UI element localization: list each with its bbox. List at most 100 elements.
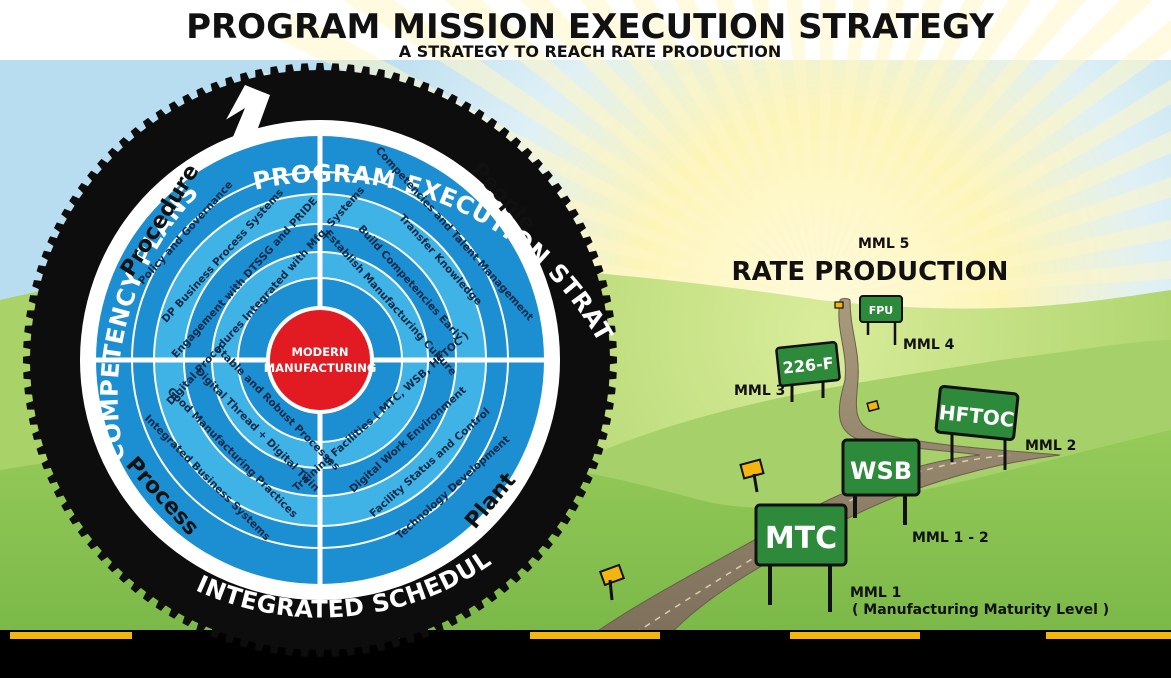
tread: [430, 617, 444, 633]
tread: [592, 280, 608, 292]
tread: [255, 68, 266, 84]
tread: [23, 340, 37, 351]
sun-ray: [820, 177, 1171, 300]
tread: [329, 63, 340, 77]
sun-ray: [631, 0, 820, 300]
road-marker-icon: [739, 458, 765, 493]
tread: [32, 428, 48, 440]
sun-ray: [820, 219, 1171, 300]
tread: [588, 442, 604, 455]
tread: [77, 182, 94, 198]
road-marker-icon: [866, 399, 880, 413]
tread: [599, 399, 614, 410]
tread: [457, 101, 472, 117]
sun-ray: [820, 0, 906, 300]
tread: [359, 66, 370, 81]
tread: [28, 295, 44, 306]
tread: [470, 109, 485, 125]
tread: [537, 170, 553, 186]
tread: [77, 522, 94, 538]
strategy-wheel: MODERN MANUFACTURING PROGRAM EXECUTION S…: [23, 63, 617, 657]
sun-ray: [786, 0, 820, 300]
tread: [168, 603, 183, 619]
tread: [588, 265, 604, 278]
tread: [603, 369, 617, 380]
tread: [601, 384, 616, 395]
sign-level: MML 1: [850, 585, 901, 601]
tread: [470, 595, 485, 611]
tread: [28, 414, 44, 425]
sign-fpu: FPU MML 4: [859, 295, 955, 353]
tread: [570, 222, 587, 236]
tread: [563, 497, 579, 512]
tread: [444, 93, 458, 110]
tread: [494, 127, 510, 143]
tread: [97, 158, 113, 174]
tread: [97, 546, 113, 562]
tread: [142, 586, 158, 603]
goal-level: MML 5: [858, 236, 909, 252]
tread: [374, 68, 385, 84]
page-subtitle: A STRATEGY TO REACH RATE PRODUCTION: [399, 42, 781, 61]
tread: [210, 81, 224, 97]
road-centerline: [624, 454, 1011, 641]
sun-ray: [580, 0, 820, 300]
sign-label: WSB: [850, 457, 912, 485]
tread: [577, 470, 593, 484]
sign-label: MTC: [765, 521, 837, 556]
tread: [402, 628, 415, 644]
tread: [36, 442, 52, 455]
tread: [270, 66, 281, 81]
tread: [168, 101, 183, 117]
tread: [32, 280, 48, 292]
tread: [210, 623, 224, 639]
tread: [61, 208, 77, 223]
tread: [47, 470, 63, 484]
tread: [563, 208, 579, 223]
tread: [603, 354, 617, 366]
sun-ray: [820, 0, 836, 300]
tread: [344, 641, 355, 656]
tread: [285, 64, 296, 79]
tread: [527, 158, 543, 174]
tread: [482, 117, 498, 134]
tread: [53, 484, 70, 498]
tread: [225, 628, 238, 644]
center-label-line2: MANUFACTURING: [264, 361, 377, 375]
tread: [416, 81, 430, 97]
tread: [329, 643, 340, 657]
sign-label: FPU: [869, 304, 894, 317]
tread: [527, 546, 543, 562]
tread: [596, 295, 612, 306]
sun-ray: [820, 20, 1171, 300]
tread: [23, 369, 37, 380]
tread: [24, 384, 39, 395]
tread: [344, 64, 355, 79]
tread: [142, 117, 158, 134]
road-marker-icon: [598, 563, 626, 601]
sign-wsb: WSB MML 1 - 2: [841, 438, 989, 546]
sign-mtc: MTC MML 1 ( Manufacturing Maturity Level…: [754, 503, 1109, 618]
tread: [26, 310, 41, 321]
tread: [359, 639, 370, 654]
sun-ray: [820, 0, 1087, 300]
sign-226f: 226-F MML 3: [734, 341, 841, 402]
tread: [482, 586, 498, 603]
tread: [570, 484, 587, 498]
tread: [444, 610, 458, 627]
tread: [107, 147, 123, 163]
tread: [388, 72, 400, 88]
sun-ray: [279, 11, 820, 301]
tread: [546, 182, 563, 198]
tread: [603, 340, 617, 351]
tread: [69, 510, 85, 525]
sun-ray: [820, 260, 1171, 300]
sun-ray: [520, 0, 820, 300]
tread: [53, 222, 70, 236]
tread: [107, 557, 123, 573]
tread: [87, 534, 103, 550]
tread: [517, 557, 533, 573]
tread: [583, 456, 599, 470]
tread: [155, 595, 170, 611]
